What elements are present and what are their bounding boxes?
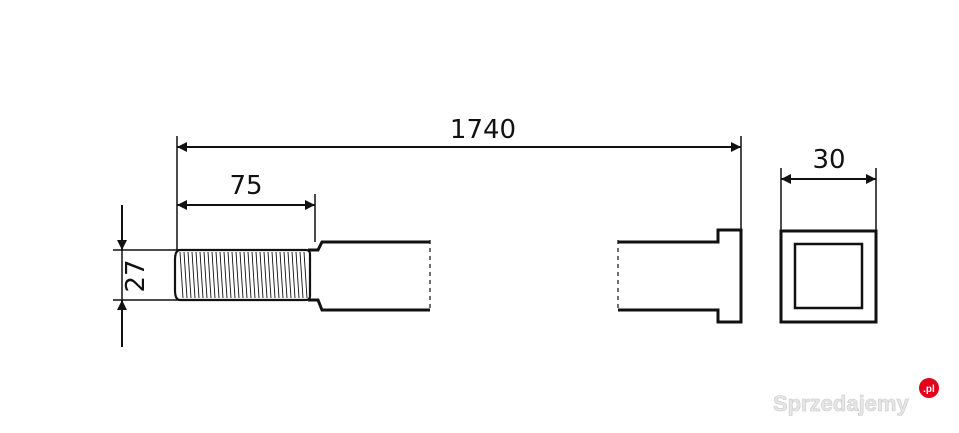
thread-line bbox=[283, 251, 288, 299]
thread-line bbox=[299, 251, 304, 299]
rod-body-left bbox=[308, 240, 431, 312]
thread-line bbox=[295, 251, 300, 299]
thread-line bbox=[267, 251, 272, 299]
thread-line bbox=[223, 251, 228, 299]
rod-body-right bbox=[617, 228, 743, 324]
thread-line bbox=[287, 251, 292, 299]
watermark-logo: Sprzedajemy .pl bbox=[773, 378, 939, 416]
thread-line bbox=[227, 251, 232, 299]
thread-line bbox=[291, 251, 296, 299]
thread-line bbox=[231, 251, 236, 299]
thread-line bbox=[239, 251, 244, 299]
thread-line bbox=[183, 251, 188, 299]
extension-lines bbox=[113, 136, 877, 301]
thread-line bbox=[271, 251, 276, 299]
thread-line bbox=[279, 251, 284, 299]
thread-line bbox=[191, 251, 196, 299]
thread-line bbox=[255, 251, 260, 299]
thread-line bbox=[263, 251, 268, 299]
diameter-label: 27 bbox=[121, 259, 151, 292]
thread-line bbox=[303, 251, 308, 299]
thread-line bbox=[195, 251, 200, 299]
thread-line bbox=[179, 251, 184, 299]
dimension-lines bbox=[117, 142, 876, 347]
thread-line bbox=[203, 251, 208, 299]
length-label: 1740 bbox=[450, 115, 516, 145]
square-width-label: 30 bbox=[812, 145, 845, 175]
thread-lines bbox=[179, 251, 308, 299]
square-end-view bbox=[779, 229, 878, 324]
rod-threaded-end bbox=[173, 248, 312, 302]
thread-line bbox=[211, 251, 216, 299]
thread-length-label: 75 bbox=[229, 171, 262, 201]
thread-line bbox=[219, 251, 224, 299]
thread-line bbox=[199, 251, 204, 299]
watermark-badge bbox=[919, 378, 939, 398]
thread-line bbox=[275, 251, 280, 299]
watermark-text: Sprzedajemy bbox=[773, 391, 909, 416]
thread-line bbox=[259, 251, 264, 299]
thread-line bbox=[243, 251, 248, 299]
watermark-badge-text: .pl bbox=[923, 384, 935, 395]
thread-line bbox=[235, 251, 240, 299]
thread-line bbox=[247, 251, 252, 299]
thread-line bbox=[251, 251, 256, 299]
thread-line bbox=[215, 251, 220, 299]
thread-line bbox=[207, 251, 212, 299]
thread-line bbox=[187, 251, 192, 299]
